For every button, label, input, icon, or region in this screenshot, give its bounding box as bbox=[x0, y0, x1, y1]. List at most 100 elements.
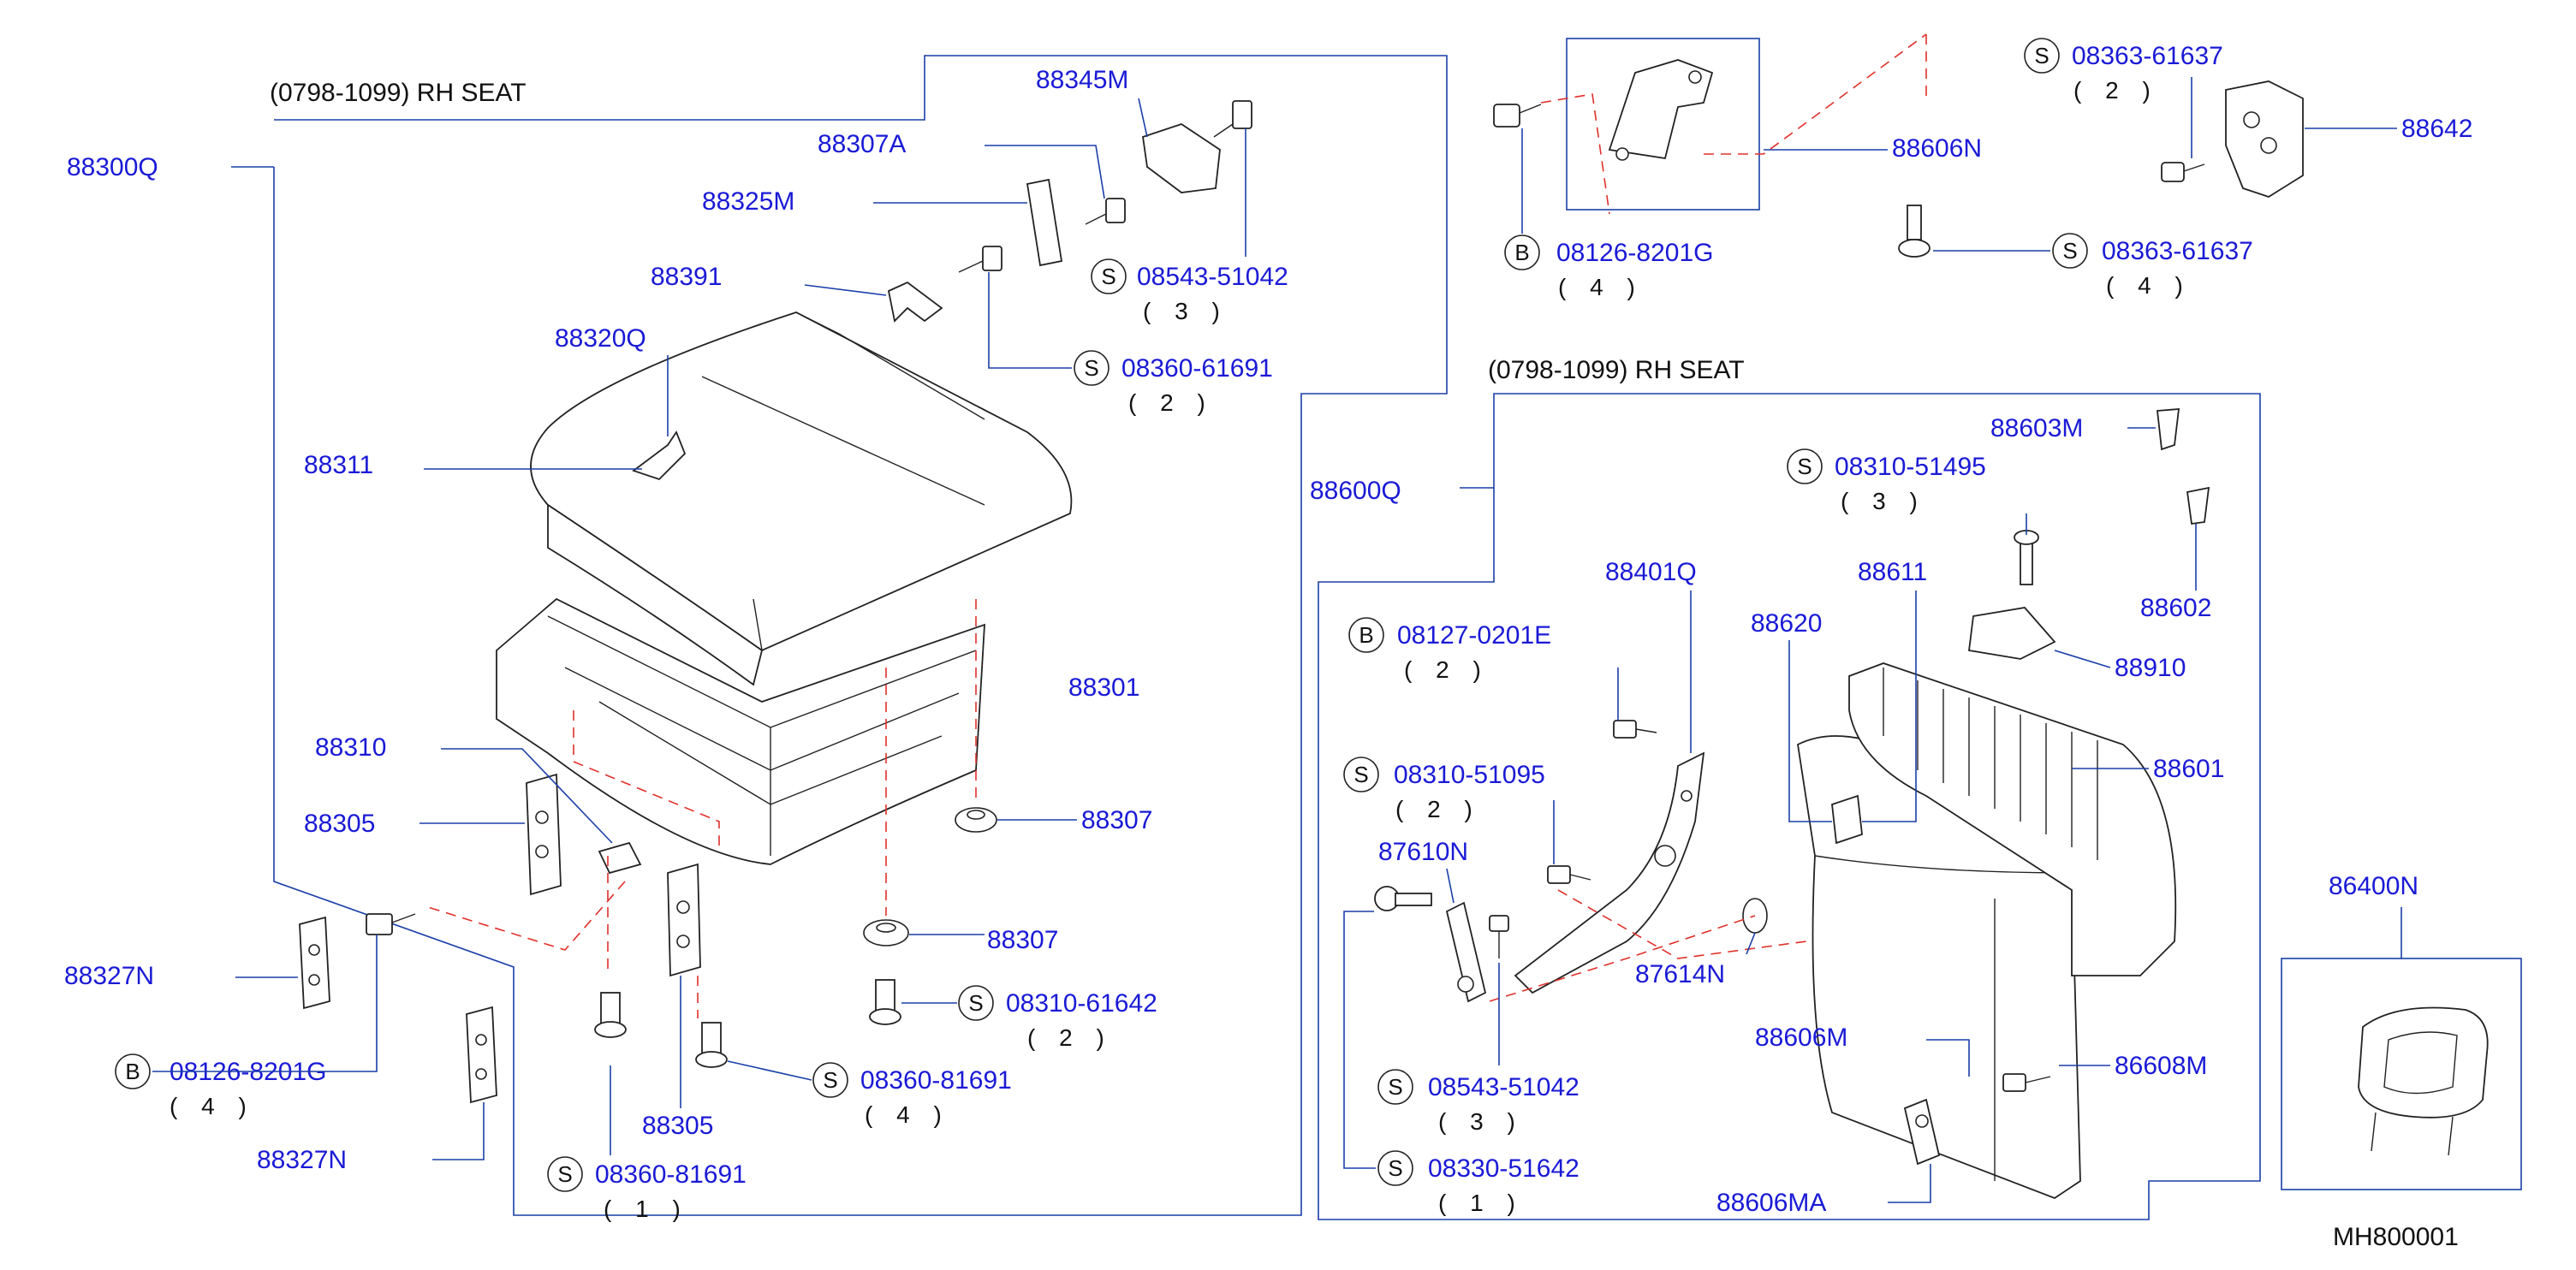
bolt-icon bbox=[2161, 162, 2205, 182]
svg-text:( 3 ): ( 3 ) bbox=[1143, 298, 1229, 324]
right-section-header: (0798-1099) RH SEAT bbox=[1488, 356, 1745, 384]
svg-text:S: S bbox=[557, 1161, 572, 1187]
bolt-icon bbox=[1898, 205, 1931, 258]
svg-text:S: S bbox=[2062, 238, 2077, 264]
label-87610N[interactable]: 87610N bbox=[1378, 838, 1468, 866]
fastener-08310-51495[interactable]: S 08310-51495 ( 3 ) bbox=[1787, 448, 2027, 535]
svg-text:08543-51042: 08543-51042 bbox=[1137, 263, 1288, 291]
svg-text:08360-61691: 08360-61691 bbox=[1121, 354, 1273, 383]
svg-text:08126-8201G: 08126-8201G bbox=[1556, 239, 1714, 267]
svg-text:B: B bbox=[1359, 622, 1373, 648]
left-section-header: (0798-1099) RH SEAT bbox=[270, 79, 527, 107]
seat-back-drawing bbox=[1374, 408, 2210, 1200]
svg-text:( 2 ): ( 2 ) bbox=[1128, 389, 1214, 416]
label-88307-upper[interactable]: 88307 bbox=[1081, 806, 1152, 834]
svg-text:S: S bbox=[2034, 43, 2049, 68]
label-88602[interactable]: 88602 bbox=[2140, 594, 2211, 622]
label-88327N-lower[interactable]: 88327N bbox=[257, 1146, 347, 1174]
right-seat-frame bbox=[1318, 393, 2261, 1220]
fastener-08360-81691-qty4[interactable]: S 08360-81691 ( 4 ) bbox=[727, 1060, 1012, 1128]
svg-text:( 4 ): ( 4 ) bbox=[170, 1093, 255, 1119]
svg-text:08363-61637: 08363-61637 bbox=[2072, 42, 2223, 70]
label-88300Q[interactable]: 88300Q bbox=[67, 153, 158, 181]
label-88305-upper[interactable]: 88305 bbox=[304, 810, 375, 838]
svg-text:S: S bbox=[1101, 264, 1115, 289]
svg-text:08363-61637: 08363-61637 bbox=[2102, 237, 2253, 265]
label-88401Q[interactable]: 88401Q bbox=[1605, 558, 1697, 586]
fastener-08330-51642[interactable]: S 08330-51642 ( 1 ) bbox=[1343, 911, 1580, 1216]
label-88611[interactable]: 88611 bbox=[1858, 558, 1927, 586]
svg-text:( 3 ): ( 3 ) bbox=[1841, 488, 1926, 514]
svg-text:S: S bbox=[1388, 1074, 1402, 1100]
bracket-88305-upper bbox=[526, 773, 562, 896]
svg-text:08310-51095: 08310-51095 bbox=[1394, 761, 1545, 789]
svg-text:B: B bbox=[125, 1059, 140, 1084]
clip-icon bbox=[2157, 408, 2180, 451]
fastener-08127-0201E[interactable]: B 08127-0201E ( 2 ) bbox=[1348, 617, 1619, 721]
bolt-icon bbox=[1493, 104, 1542, 128]
label-88307A[interactable]: 88307A bbox=[818, 130, 906, 158]
label-88600Q[interactable]: 88600Q bbox=[1310, 477, 1401, 505]
left-labels: 88300Q 88345M 88307A 88325M 88391 88320Q… bbox=[64, 66, 1152, 1174]
svg-text:08310-51495: 08310-51495 bbox=[1835, 453, 1986, 481]
label-88325M[interactable]: 88325M bbox=[702, 187, 794, 216]
label-88603M[interactable]: 88603M bbox=[1990, 414, 2083, 442]
bolt-icon bbox=[2002, 1073, 2051, 1092]
svg-text:( 1 ): ( 1 ) bbox=[604, 1196, 689, 1222]
headrest-frame bbox=[2281, 907, 2522, 1190]
fastener-08543-51042-left[interactable]: S 08543-51042 ( 3 ) bbox=[1091, 128, 1288, 324]
svg-text:08360-81691: 08360-81691 bbox=[595, 1160, 747, 1189]
grommet-icon bbox=[863, 919, 909, 947]
bolt-icon bbox=[2014, 530, 2039, 585]
label-88320Q[interactable]: 88320Q bbox=[555, 324, 646, 353]
label-88305-lower[interactable]: 88305 bbox=[642, 1112, 713, 1140]
bolt-icon bbox=[869, 979, 901, 1025]
bolt-icon bbox=[695, 1022, 728, 1068]
label-88301[interactable]: 88301 bbox=[1068, 674, 1139, 702]
fastener-08126-8201G-right[interactable]: B 08126-8201G ( 4 ) bbox=[1504, 128, 1714, 300]
fastener-08360-81691-qty1[interactable]: S 08360-81691 ( 1 ) bbox=[547, 1065, 747, 1222]
left-seat-frame bbox=[231, 55, 1448, 1216]
fastener-08126-8201G-left[interactable]: B 08126-8201G ( 4 ) bbox=[115, 935, 378, 1119]
bolt-icon bbox=[1085, 198, 1126, 225]
fastener-08310-51095[interactable]: S 08310-51095 ( 2 ) bbox=[1343, 757, 1555, 864]
label-86608M[interactable]: 86608M bbox=[2115, 1052, 2207, 1080]
svg-text:S: S bbox=[1084, 355, 1098, 381]
label-88391[interactable]: 88391 bbox=[651, 263, 722, 291]
svg-text:( 1 ): ( 1 ) bbox=[1438, 1190, 1524, 1216]
label-88642[interactable]: 88642 bbox=[2401, 115, 2472, 143]
diagram-id: MH800001 bbox=[2333, 1223, 2459, 1251]
label-87614N[interactable]: 87614N bbox=[1635, 960, 1725, 988]
svg-text:( 2 ): ( 2 ) bbox=[1395, 796, 1481, 822]
bracket-frame-88606N bbox=[1566, 38, 1760, 211]
fastener-08543-51042-right[interactable]: S 08543-51042 ( 3 ) bbox=[1377, 963, 1580, 1135]
label-88307-lower[interactable]: 88307 bbox=[987, 926, 1058, 954]
fastener-08363-61637-qty2[interactable]: S 08363-61637 ( 2 ) bbox=[2024, 38, 2223, 158]
hidden-lines-top-right bbox=[1540, 33, 1927, 215]
svg-text:( 4 ): ( 4 ) bbox=[865, 1101, 950, 1128]
bolt-icon bbox=[1547, 865, 1591, 884]
svg-text:B: B bbox=[1514, 240, 1529, 265]
bolt-icon bbox=[594, 992, 627, 1038]
grommet-icon bbox=[955, 807, 997, 833]
label-88310[interactable]: 88310 bbox=[315, 733, 386, 762]
label-88620[interactable]: 88620 bbox=[1751, 609, 1822, 638]
label-88606M[interactable]: 88606M bbox=[1755, 1024, 1847, 1052]
label-88606MA[interactable]: 88606MA bbox=[1716, 1189, 1826, 1217]
fastener-08360-61691[interactable]: S 08360-61691 ( 2 ) bbox=[988, 272, 1273, 416]
hidden-lines-right bbox=[1489, 889, 1807, 1002]
fastener-08310-61642[interactable]: S 08310-61642 ( 2 ) bbox=[901, 985, 1157, 1051]
label-86400N[interactable]: 86400N bbox=[2329, 872, 2418, 900]
label-88327N-upper[interactable]: 88327N bbox=[64, 962, 154, 990]
label-88311[interactable]: 88311 bbox=[304, 451, 373, 479]
label-88606N[interactable]: 88606N bbox=[1892, 134, 1982, 163]
label-88910[interactable]: 88910 bbox=[2115, 654, 2186, 682]
label-88601[interactable]: 88601 bbox=[2153, 755, 2224, 783]
label-88345M[interactable]: 88345M bbox=[1036, 66, 1128, 94]
svg-text:08360-81691: 08360-81691 bbox=[860, 1066, 1012, 1095]
svg-text:( 3 ): ( 3 ) bbox=[1438, 1108, 1524, 1135]
svg-text:08330-51642: 08330-51642 bbox=[1428, 1154, 1580, 1183]
fastener-08363-61637-qty4[interactable]: S 08363-61637 ( 4 ) bbox=[1933, 233, 2253, 299]
bolt-icon bbox=[366, 913, 416, 935]
